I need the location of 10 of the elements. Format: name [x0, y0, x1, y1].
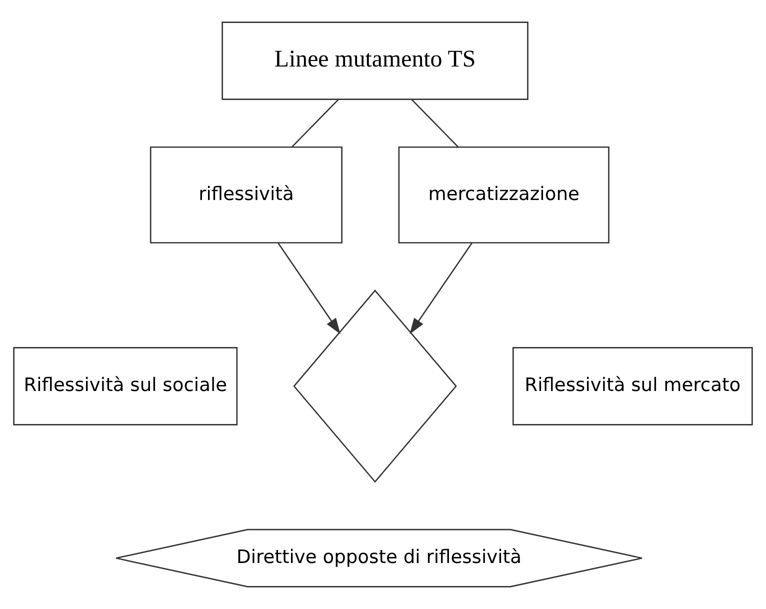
node-box: Riflessività sul mercato: [512, 347, 753, 426]
arrow: [410, 242, 473, 334]
node-box: Linee mutamento TS: [222, 22, 528, 100]
node-box: riflessività: [150, 146, 342, 244]
node-diamond: [293, 290, 457, 483]
node-box: Riflessività sul sociale: [13, 347, 238, 426]
connector: [292, 99, 339, 148]
arrow: [278, 242, 340, 334]
node-box: mercatizzazione: [398, 146, 610, 244]
connector: [411, 99, 458, 148]
